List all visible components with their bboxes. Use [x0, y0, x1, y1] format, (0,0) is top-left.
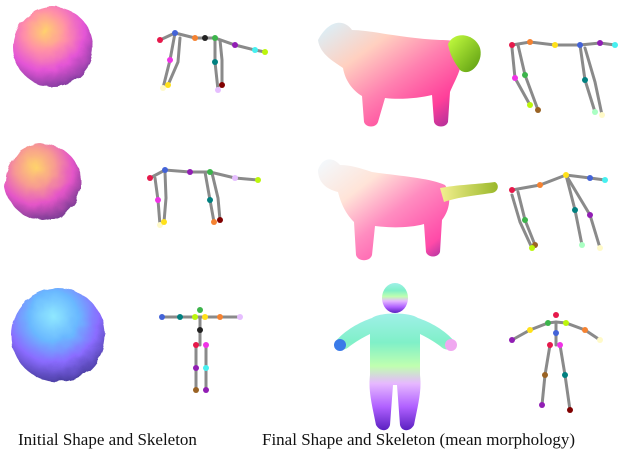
- row-2: [5, 144, 608, 260]
- final-skeleton-quadruped: [512, 175, 605, 248]
- final-shape-human: [334, 283, 457, 430]
- final-shape-cat-1: [318, 23, 481, 127]
- final-shape-cat-2: [318, 159, 498, 260]
- row-1: [13, 7, 618, 127]
- row-3: [11, 283, 603, 430]
- caption-final: Final Shape and Skeleton (mean morpholog…: [262, 430, 575, 450]
- initial-skeleton-quadruped: [150, 170, 258, 225]
- caption-initial: Initial Shape and Skeleton: [18, 430, 197, 450]
- initial-sphere: [11, 288, 105, 382]
- initial-sphere: [5, 144, 81, 220]
- initial-sphere: [13, 7, 93, 87]
